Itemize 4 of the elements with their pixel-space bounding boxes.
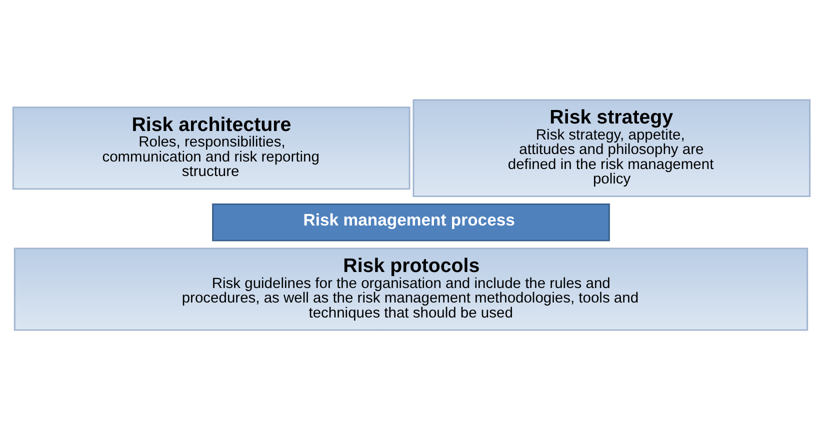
node-box: Risk management process [212,203,610,242]
node-box: Risk protocols Risk guidelines for the organisation and include the rules and procedures, as well as the risk management methodologies, tools and techniques that should be used [14,248,808,331]
node-box: Risk strategy Risk strategy, appetite, attitudes and philosophy are defined in the risk management policy [412,99,811,198]
node-box: Risk architecture Roles, responsibilities, communication and risk reporting structure [12,106,410,190]
